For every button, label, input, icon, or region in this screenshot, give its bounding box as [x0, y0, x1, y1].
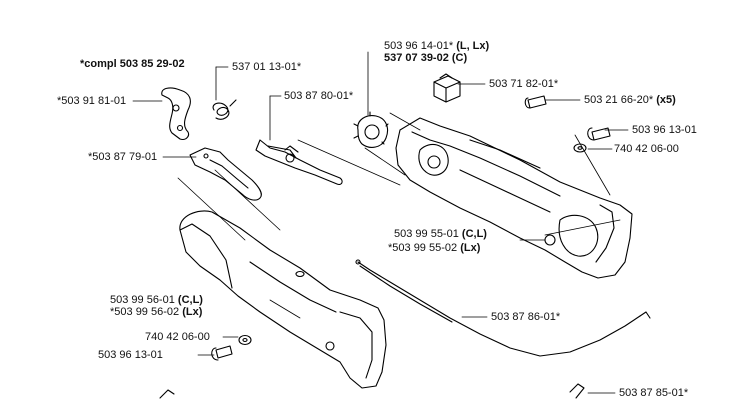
- part-label-503-96-13-01-right: 503 96 13-01: [632, 124, 697, 136]
- part-label-503-91-81-01: *503 91 81-01: [57, 95, 127, 107]
- part-number: 503 96 14-01*: [384, 40, 454, 52]
- part-label-537-07-39-02: 537 07 39-02 (C): [384, 52, 468, 64]
- part-number: *503 99 56-02: [110, 306, 180, 318]
- variant-tag: (L, Lx): [456, 40, 490, 52]
- trigger-lever-part: [255, 139, 343, 185]
- screw-right-part: [587, 127, 611, 141]
- throttle-lockout-part: [189, 147, 262, 201]
- part-label-503-87-85-01: 503 87 85-01*: [619, 387, 689, 399]
- part-number: 503 99 55-01: [394, 228, 459, 240]
- spring-part: [212, 99, 237, 120]
- part-label-503-99-56-02: *503 99 56-02 (Lx): [110, 306, 202, 318]
- part-label-537-01-13-01: 537 01 13-01*: [232, 61, 302, 73]
- bottom-part: [159, 383, 585, 399]
- variant-tag: (C,L): [177, 294, 203, 306]
- handle-cover-part: [179, 210, 387, 389]
- part-label-503-71-82-01: 503 71 82-01*: [489, 78, 559, 90]
- variant-tag: (C,L): [461, 228, 487, 240]
- part-number: 503 21 66-20*: [584, 94, 654, 106]
- part-label-503-96-13-01-left: 503 96 13-01: [98, 349, 163, 361]
- ring-part: [353, 111, 389, 148]
- part-number: 503 99 56-01: [110, 294, 175, 306]
- part-label-503-21-66-20: 503 21 66-20* (x5): [584, 94, 676, 106]
- part-label-503-87-86-01: 503 87 86-01*: [491, 311, 561, 323]
- washer-left-part: [238, 334, 252, 346]
- handle-housing-part: [395, 117, 633, 279]
- part-label-740-42-06-00-right: 740 42 06-00: [614, 143, 679, 155]
- part-label-740-42-06-00-left: 740 42 06-00: [145, 331, 210, 343]
- part-label-503-99-55-01: 503 99 55-01 (C,L): [394, 228, 487, 240]
- part-label-503-99-56-01: 503 99 56-01 (C,L): [110, 294, 203, 306]
- part-number: *503 99 55-02: [388, 242, 458, 254]
- assembly-title: *compl 503 85 29-02: [80, 58, 185, 70]
- part-label-503-87-79-01: *503 87 79-01: [88, 151, 158, 163]
- part-label-503-87-80-01: 503 87 80-01*: [284, 90, 354, 102]
- quantity-tag: (x5): [656, 94, 676, 106]
- variant-tag: (Lx): [460, 242, 481, 254]
- washer-right-part: [573, 143, 587, 153]
- screw-left-part: [211, 345, 233, 361]
- switch-part: [433, 73, 461, 103]
- part-label-503-96-14-01: 503 96 14-01* (L, Lx): [384, 40, 489, 52]
- variant-tag: (Lx): [182, 306, 203, 318]
- clip-bracket-part: [161, 87, 191, 140]
- part-label-503-99-55-02: *503 99 55-02 (Lx): [388, 242, 480, 254]
- throttle-cable-part: [355, 259, 651, 357]
- screw-part: [524, 95, 547, 109]
